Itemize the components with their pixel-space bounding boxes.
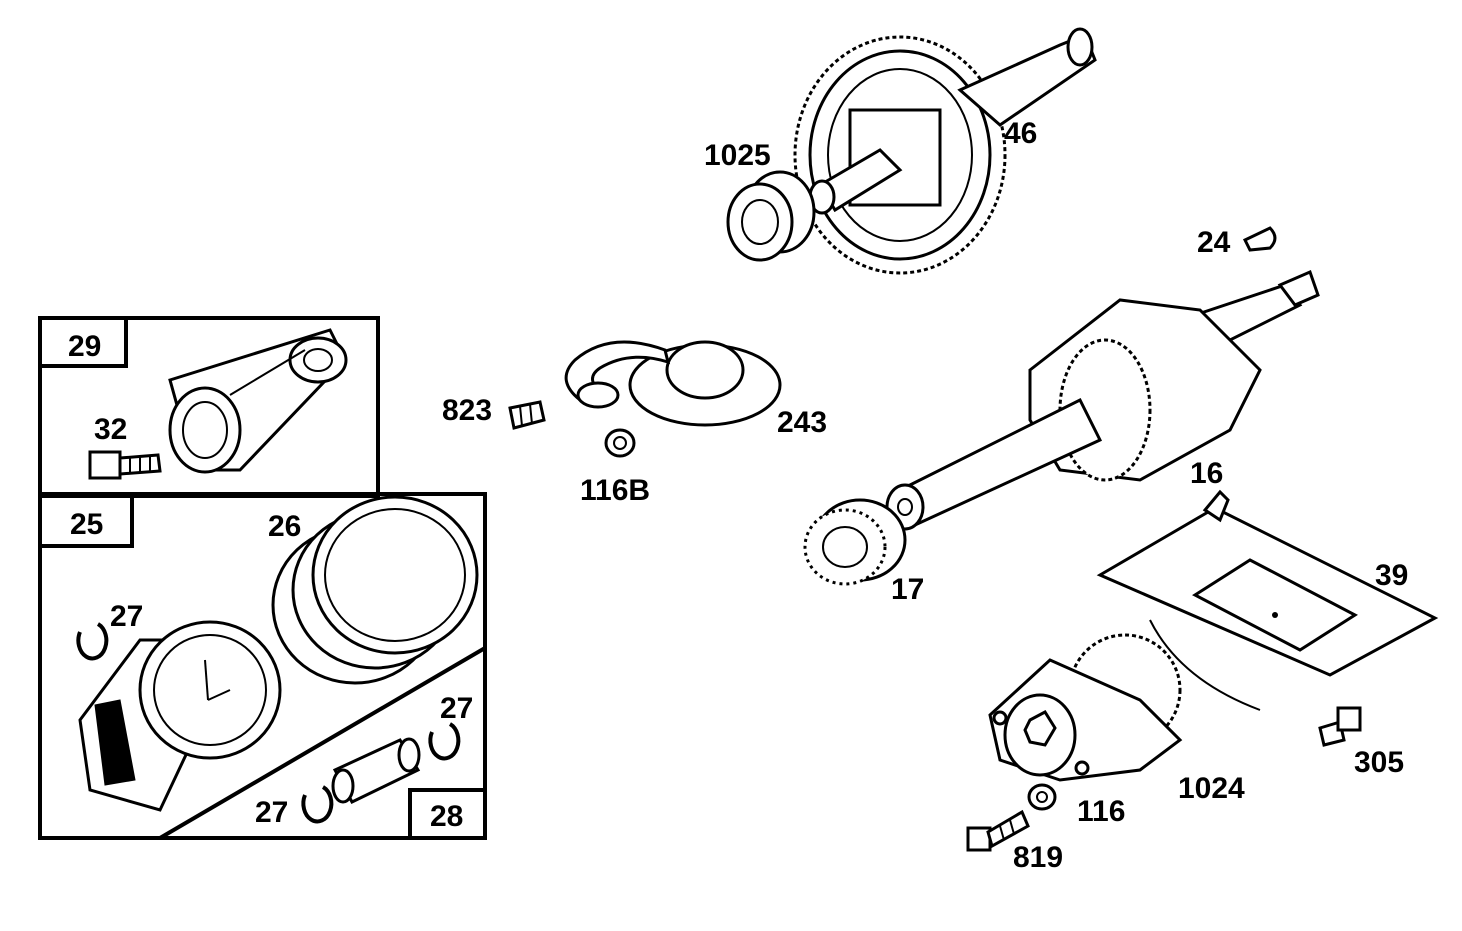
label-plug: 823 bbox=[442, 394, 492, 427]
label-key: 24 bbox=[1197, 226, 1231, 259]
cam-bearing bbox=[726, 170, 816, 262]
label-oil-pump: 1024 bbox=[1178, 772, 1245, 805]
oil-screen bbox=[564, 340, 782, 427]
washer-pump bbox=[1027, 783, 1057, 811]
label-cam-bearing: 1025 bbox=[704, 139, 771, 172]
oil-baffle bbox=[1096, 489, 1439, 711]
label-retainer-right: 27 bbox=[440, 692, 473, 725]
label-pin-kit: 28 bbox=[430, 800, 463, 833]
oil-pump bbox=[988, 633, 1183, 782]
retainer-clip-left bbox=[76, 622, 109, 661]
label-camshaft: 46 bbox=[1004, 117, 1037, 150]
piston bbox=[78, 620, 282, 812]
washer-top bbox=[604, 428, 636, 458]
piston-rings bbox=[271, 495, 479, 685]
crankshaft bbox=[885, 269, 1320, 531]
label-rod-bolt: 32 bbox=[94, 413, 127, 446]
label-baffle-screw: 305 bbox=[1354, 746, 1404, 779]
label-washer-pump: 116 bbox=[1077, 795, 1125, 828]
piston-pin bbox=[331, 737, 421, 804]
label-connecting-rod-kit: 29 bbox=[68, 330, 101, 363]
piston-kit-box bbox=[38, 492, 487, 840]
baffle-screw bbox=[1318, 706, 1362, 747]
plug bbox=[508, 400, 546, 430]
label-retainer-bottom: 27 bbox=[255, 796, 288, 829]
main-bearing bbox=[803, 498, 907, 586]
woodruff-key bbox=[1242, 226, 1277, 252]
label-rings: 26 bbox=[268, 510, 301, 543]
retainer-clip-bottom bbox=[301, 785, 334, 824]
rod-bolt bbox=[88, 450, 162, 480]
label-oil-screen: 243 bbox=[777, 406, 827, 439]
pump-screw bbox=[966, 809, 1030, 852]
label-washer-top: 116B bbox=[580, 474, 650, 507]
label-retainer-left: 27 bbox=[110, 600, 143, 633]
camshaft bbox=[793, 27, 1097, 275]
label-pump-screw: 819 bbox=[1013, 841, 1063, 874]
connecting-rod bbox=[168, 328, 348, 474]
retainer-clip-right bbox=[428, 722, 461, 761]
label-baffle: 39 bbox=[1375, 559, 1408, 592]
label-crankshaft: 16 bbox=[1190, 457, 1223, 490]
label-main-bearing: 17 bbox=[891, 573, 924, 606]
label-piston-kit: 25 bbox=[70, 508, 103, 541]
